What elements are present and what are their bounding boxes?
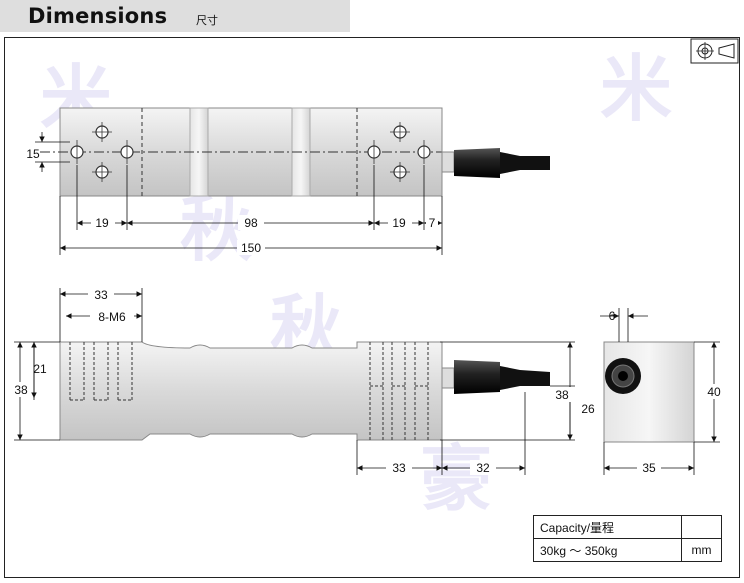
dim-32: 32 — [476, 461, 490, 475]
dim-33-top: 33 — [94, 288, 108, 302]
dim-150: 150 — [241, 241, 261, 255]
dim-19-left: 19 — [95, 216, 109, 230]
dim-hole-spacing-15: 15 — [26, 147, 40, 161]
page-title: Dimensions — [28, 4, 168, 28]
dim-6: 6 — [609, 309, 616, 323]
page-subtitle: 尺寸 — [196, 15, 218, 27]
dim-38-left: 38 — [14, 383, 28, 397]
dim-38-right: 38 — [555, 388, 569, 402]
dim-thread-8-m6: 8-M6 — [98, 310, 126, 324]
capacity-value: 30kg ～ 350kg — [533, 538, 682, 562]
dim-26: 26 — [581, 402, 595, 416]
dim-35: 35 — [642, 461, 656, 475]
side-view — [603, 341, 695, 443]
capacity-label: Capacity/量程 — [533, 515, 682, 539]
empty-cell — [681, 515, 722, 539]
dim-19-right: 19 — [392, 216, 406, 230]
top-view — [40, 107, 550, 197]
dim-7: 7 — [429, 216, 436, 230]
unit-cell: mm — [681, 538, 722, 562]
dim-98: 98 — [244, 216, 258, 230]
spec-table: Capacity/量程 30kg ～ 350kg mm — [533, 515, 722, 562]
dim-33-bottom: 33 — [392, 461, 406, 475]
first-angle-projection-icon — [690, 38, 739, 64]
header-bar: Dimensions 尺寸 — [0, 0, 350, 32]
dim-40: 40 — [707, 385, 721, 399]
front-view — [59, 341, 550, 441]
drawing-frame — [4, 37, 740, 578]
dim-21: 21 — [33, 362, 47, 376]
